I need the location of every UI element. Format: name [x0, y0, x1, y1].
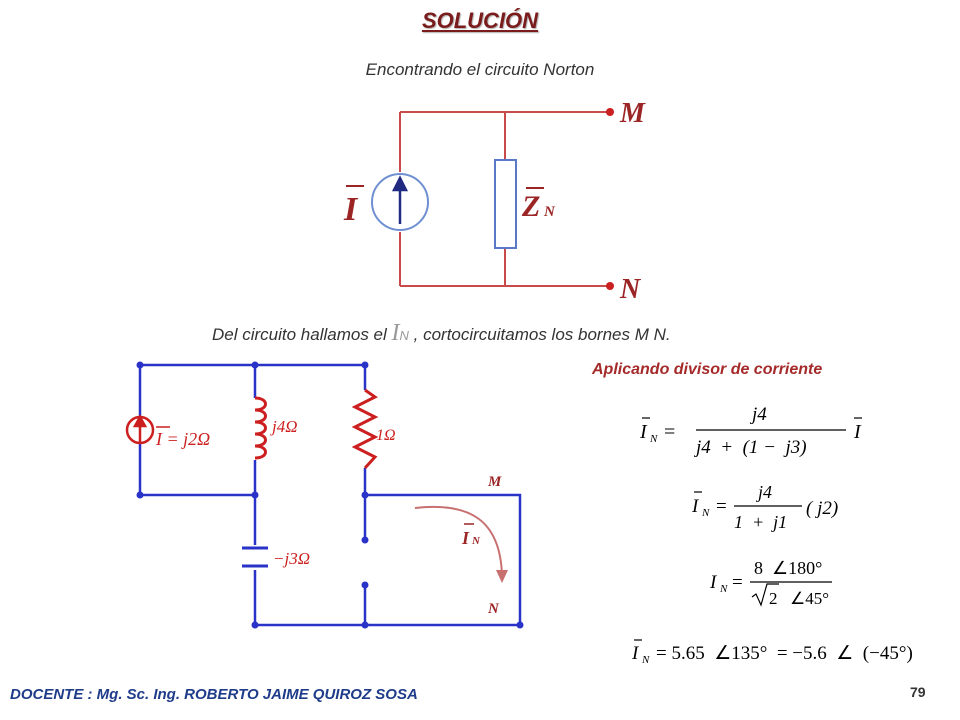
terminal-m-node	[361, 536, 369, 544]
svg-text:I: I	[691, 496, 700, 517]
source-arrow-head	[391, 175, 409, 192]
description-symbol: I	[391, 320, 400, 346]
svg-text:j4 + (1 − j3): j4 + (1 − j3)	[693, 437, 807, 458]
page-number: 79	[910, 684, 926, 700]
circuit-terminal-m: M	[487, 474, 502, 490]
norton-terminal-m: M	[619, 98, 646, 129]
resistor-label: 1Ω	[376, 427, 396, 444]
original-circuit-diagram: I = j2Ω j4Ω 1Ω −j3Ω M N I N	[125, 361, 524, 629]
current-direction-arrow	[414, 505, 503, 576]
norton-terminal-n: N	[619, 274, 642, 305]
svg-text:=: =	[732, 572, 743, 593]
svg-text:1 + j1: 1 + j1	[734, 512, 787, 532]
circuit-current-label: I	[461, 528, 470, 548]
svg-text:( j2): ( j2)	[806, 498, 838, 519]
capacitor-label: −j3Ω	[273, 549, 310, 568]
svg-text:=: =	[716, 496, 727, 517]
description-text: Del circuito hallamos el IN , cortocircu…	[212, 320, 671, 346]
svg-text:I: I	[631, 643, 640, 664]
svg-text:=: =	[664, 421, 675, 443]
terminal-m-dot	[606, 108, 614, 116]
svg-text:I: I	[639, 421, 648, 443]
svg-text:N: N	[649, 433, 658, 445]
svg-text:2: 2	[769, 589, 778, 608]
slide-subtitle: Encontrando el circuito Norton	[365, 60, 595, 79]
resistor-zigzag	[351, 388, 379, 470]
equation-4: I N = 5.65 ∠135° = −5.6 ∠ (−45°)	[631, 639, 913, 666]
svg-text:j4: j4	[756, 482, 772, 502]
svg-text:N: N	[471, 535, 481, 547]
norton-current-symbol: I	[343, 191, 359, 228]
terminal-n-node	[361, 581, 369, 589]
svg-text:N: N	[701, 507, 710, 519]
equation-1: I N = j4 j4 + (1 − j3) I	[639, 404, 862, 458]
terminal-n-dot	[606, 282, 614, 290]
slide-title: SOLUCIÓN	[421, 8, 539, 33]
svg-text:= 5.65 ∠135° = −5.6 ∠ (−45: = 5.65 ∠135° = −5.6 ∠ (−45°)	[656, 643, 913, 664]
norton-impedance-box	[494, 159, 517, 249]
svg-text:I: I	[853, 421, 862, 443]
svg-text:N: N	[719, 583, 728, 595]
method-heading: Aplicando divisor de corriente	[592, 361, 823, 378]
svg-text:∠45°: ∠45°	[790, 589, 829, 608]
circuit-terminal-n: N	[487, 601, 500, 617]
circuit-output-loop	[365, 493, 522, 625]
svg-text:j4: j4	[749, 404, 767, 425]
equation-3: I N = 8 ∠180° 2 ∠45°	[709, 558, 832, 608]
inductor-label: j4Ω	[270, 417, 298, 436]
norton-impedance-symbol: Z	[521, 190, 540, 223]
source-label: I = j2Ω	[155, 429, 210, 449]
svg-text:I: I	[709, 572, 718, 593]
equations-block: I N = j4 j4 + (1 − j3) I I N = j4 1 + j1…	[631, 404, 913, 666]
equation-2: I N = j4 1 + j1 ( j2)	[691, 482, 838, 532]
footer-author: DOCENTE : Mg. Sc. Ing. ROBERTO JAIME QUI…	[10, 686, 418, 703]
norton-impedance-sub: N	[543, 204, 556, 220]
inductor-coil	[254, 396, 267, 460]
svg-text:N: N	[641, 654, 650, 666]
norton-circuit-diagram: M N I Z N	[343, 98, 646, 305]
svg-text:8 ∠180°: 8 ∠180°	[754, 558, 822, 578]
